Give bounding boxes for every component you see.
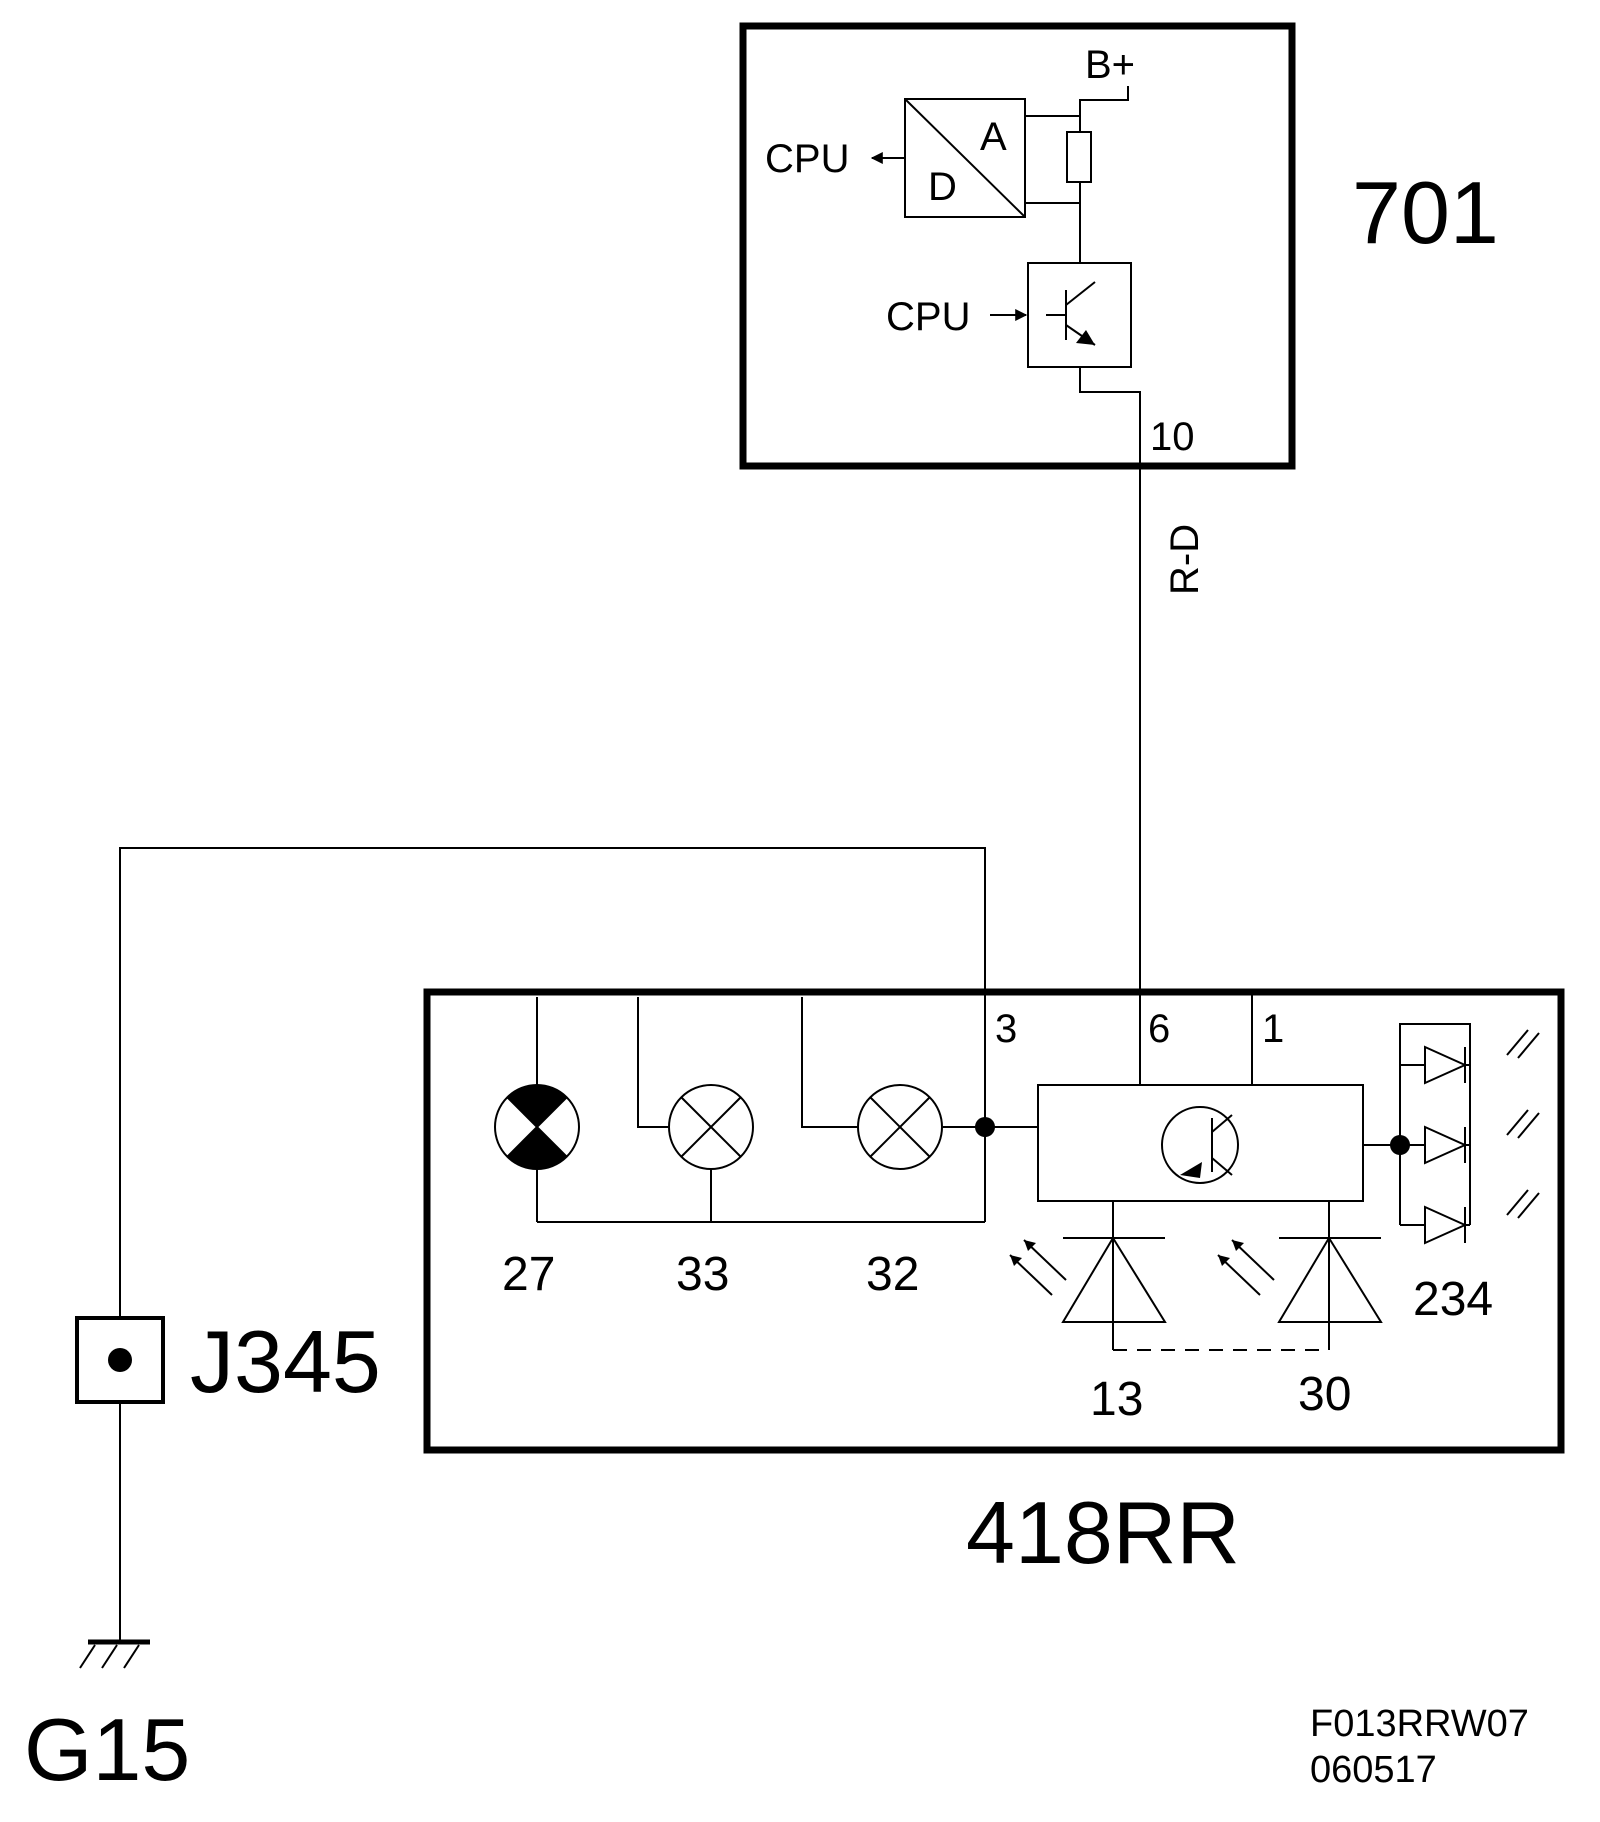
driver-transistor-box [1027,262,1132,368]
led-1-icon [1400,1045,1470,1085]
bulb-32-feed [801,997,858,1128]
bulb-32-icon [857,1084,943,1170]
bulb-33-icon [668,1084,754,1170]
connector-j345: J345 [75,1312,381,1411]
ground-g15: G15 [24,1639,190,1799]
pin-6-label: 6 [1148,1007,1170,1051]
cpu-output-label: CPU [765,137,849,181]
photodiode-13-icon [1009,1236,1167,1323]
pin-3-label: 3 [995,1007,1017,1051]
ad-converter-analog-label: A [980,115,1007,159]
led-emission-arrows-icon [1506,1029,1540,1219]
ad-converter: A D [904,98,1026,218]
drawing-code-line2: 060517 [1310,1749,1437,1791]
connector-j345-pin [108,1348,132,1372]
phototransistor-icon [1161,1106,1239,1184]
led-array-label: 234 [1413,1273,1493,1326]
ad-converter-digital-label: D [928,165,957,209]
ad-converter-diagonal [904,98,1026,218]
led-2-icon [1400,1125,1470,1165]
sensor-block [1037,1084,1364,1202]
bulb-33-feed [637,997,668,1128]
pin-10-label: 10 [1150,415,1195,459]
ground-g15-label: G15 [24,1700,190,1799]
ground-hatch-2 [101,1644,118,1669]
connector-j345-box [75,1316,165,1404]
ground-hatch-1 [79,1644,96,1669]
ground-hatch-3 [123,1644,140,1669]
bulb-27-icon [494,1084,580,1170]
driver-transistor-collector [1065,281,1096,306]
supply-wire [1079,86,1129,124]
photodiode-13-label: 13 [1090,1373,1143,1426]
photodiode-30-icon [1217,1236,1383,1323]
wire-r-d-label: R-D [1163,524,1207,595]
cpu-input-label: CPU [886,295,970,339]
module-418rr-id: 418RR [966,1483,1240,1582]
module-418rr: 418RR 3 6 1 27 33 [423,988,1565,1582]
supply-label: B+ [1085,43,1135,87]
bulb-32-label: 32 [866,1248,919,1301]
connector-j345-label: J345 [190,1312,381,1411]
bulb-27-label: 27 [502,1248,555,1301]
drawing-code-line1: F013RRW07 [1310,1703,1529,1745]
pin-1-label: 1 [1262,1007,1284,1051]
led-3-icon [1400,1205,1470,1245]
module-701-id: 701 [1352,163,1499,262]
pin-10-wire [1079,367,1141,466]
driver-transistor-emitter-arrow [1076,330,1095,345]
driver-transistor [1027,260,1132,368]
module-701: 701 B+ A D CPU CPU 1 [739,22,1499,470]
photodiode-30-label: 30 [1298,1368,1351,1421]
module-418rr-outline [423,988,1565,1454]
ground-wire [119,847,986,1318]
led-array-feed-top [1399,1023,1471,1145]
resistor [1066,131,1092,183]
module-701-outline [739,22,1296,470]
junction-node-left [975,1117,995,1137]
bulb-33-label: 33 [676,1248,729,1301]
